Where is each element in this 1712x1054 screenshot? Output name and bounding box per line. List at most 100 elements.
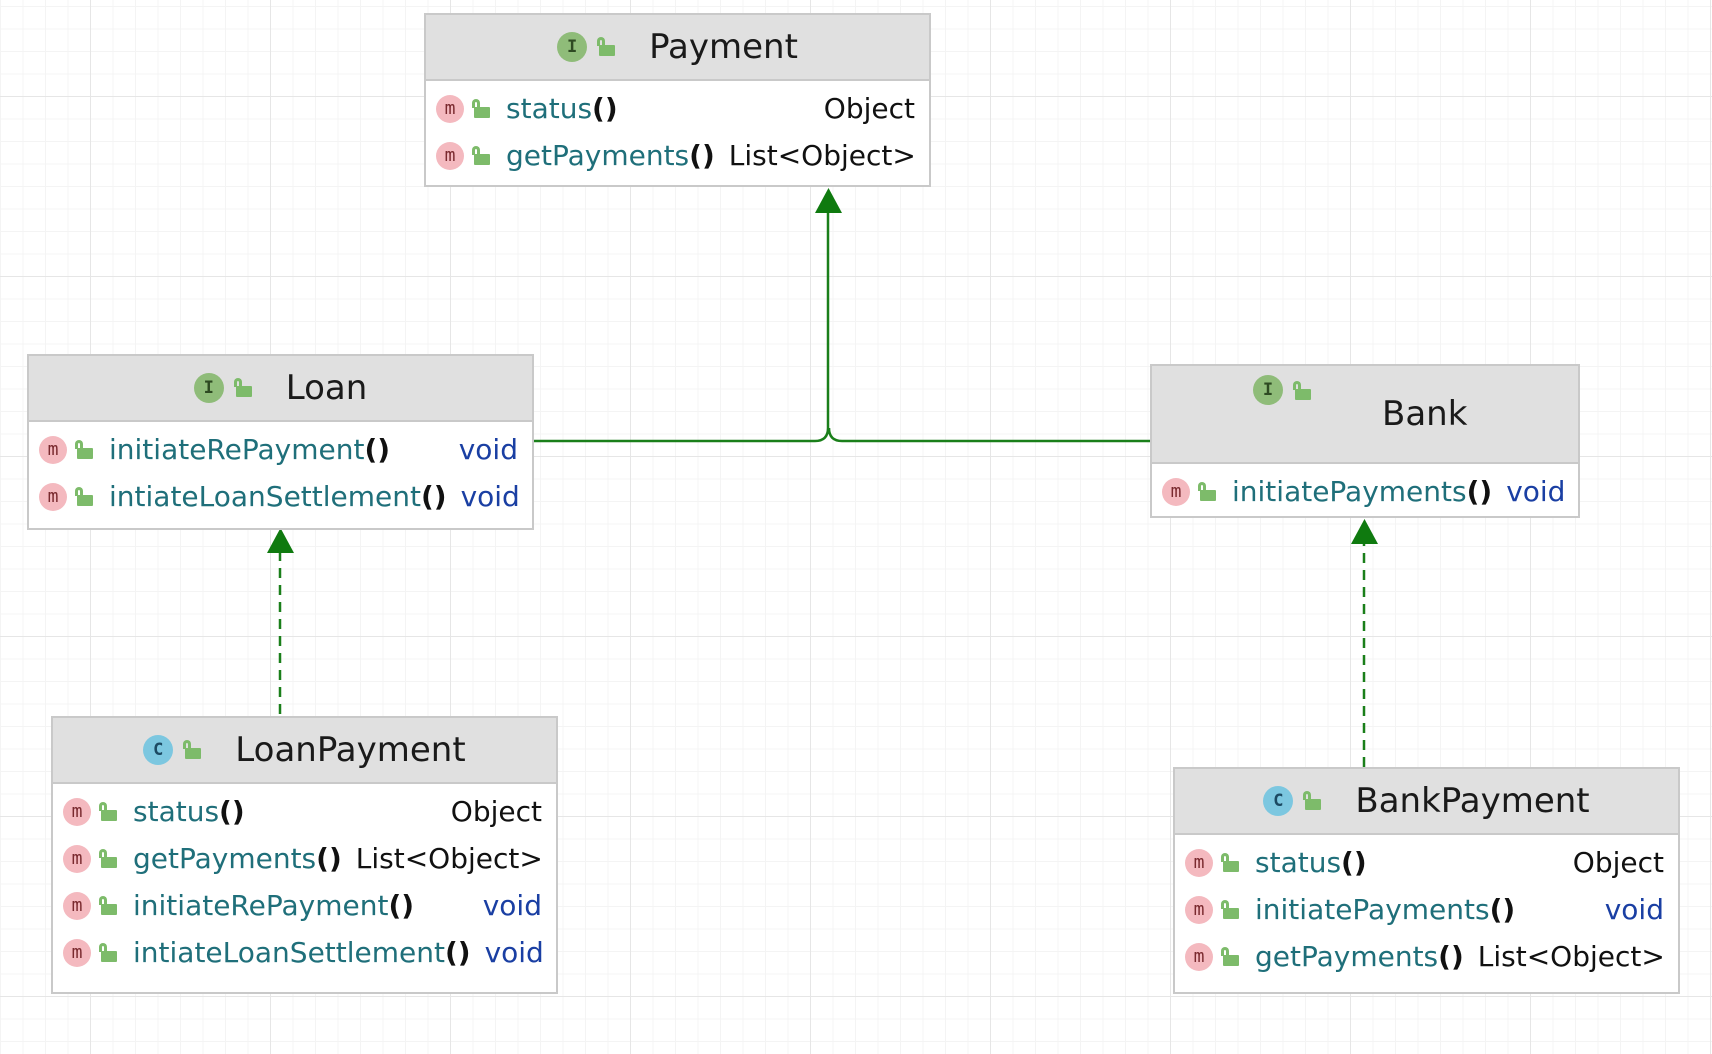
member-name: initiatePayments [1255,893,1490,926]
public-lock-icon [1198,482,1218,502]
interface-icon: I [193,373,224,403]
member-name: status [1255,846,1342,879]
payment-interface-node[interactable]: I Payment m status() Object m getPayment… [424,13,931,187]
member-name: initiatePayments [1232,475,1467,508]
node-header: C LoanPayment [53,718,556,784]
method-icon: m [436,94,464,123]
method-icon: m [39,482,67,511]
member-parens: () [364,433,391,466]
public-lock-icon [472,99,492,119]
member-type: void [1604,893,1664,926]
member-list: m status() Object m getPayments() List<O… [426,81,929,183]
member-parens: () [388,889,415,922]
member-type: void [484,936,544,969]
method-icon: m [63,938,91,967]
member-row[interactable]: m initiatePayments() void [1152,468,1578,515]
member-name: getPayments [133,842,317,875]
member-parens: () [420,480,447,513]
member-type: void [482,889,542,922]
loanpayment-class-node[interactable]: C LoanPayment m status() Object m getPay… [51,716,558,994]
method-icon: m [63,844,91,873]
member-row[interactable]: m status() Object [1175,839,1678,886]
method-icon: m [436,141,464,170]
public-lock-icon [1221,947,1241,967]
public-lock-icon [1293,381,1313,401]
member-row[interactable]: m intiateLoanSettlement() void [29,473,532,520]
node-title: Payment [649,27,798,67]
public-lock-icon [234,378,254,398]
class-icon: C [143,735,174,765]
member-row[interactable]: m status() Object [53,788,556,835]
member-type: List<Object> [355,842,543,875]
member-type: Object [823,92,915,125]
member-type: Object [1572,846,1664,879]
member-list: m initiateRePayment() void m intiateLoan… [29,422,532,524]
public-lock-icon [1221,853,1241,873]
node-title: LoanPayment [235,730,466,770]
member-row[interactable]: m intiateLoanSettlement() void [53,929,556,976]
public-lock-icon [99,896,119,916]
member-parens: () [592,92,618,125]
member-parens: () [689,139,715,172]
node-title: Loan [285,368,368,408]
node-header: I Bank [1152,366,1578,464]
method-icon: m [1185,942,1213,971]
member-row[interactable]: m initiateRePayment() void [53,882,556,929]
node-header: C BankPayment [1175,769,1678,835]
public-lock-icon [75,440,95,460]
public-lock-icon [99,849,119,869]
method-icon: m [1162,477,1190,506]
member-parens: () [219,795,245,828]
member-parens: () [1341,846,1367,879]
method-icon: m [1185,895,1213,924]
loan-interface-node[interactable]: I Loan m initiateRePayment() void m inti… [27,354,534,530]
public-lock-icon [75,487,95,507]
member-name: initiateRePayment [133,889,389,922]
member-parens: () [444,936,471,969]
member-parens: () [316,842,342,875]
interface-icon: I [557,32,588,62]
class-icon: C [1263,786,1294,816]
method-icon: m [63,797,91,826]
member-type: List<Object> [1477,940,1665,973]
public-lock-icon [99,943,119,963]
method-icon: m [63,891,91,920]
arrow-to-payment [815,188,842,213]
member-name: status [506,92,593,125]
member-name: status [133,795,220,828]
member-name: intiateLoanSettlement [109,480,421,513]
public-lock-icon [1221,900,1241,920]
member-type: void [1506,475,1566,508]
member-list: m initiatePayments() void [1152,464,1578,519]
member-name: intiateLoanSettlement [133,936,445,969]
public-lock-icon [472,146,492,166]
member-type: void [460,480,520,513]
member-parens: () [1489,893,1516,926]
interface-icon: I [1253,375,1283,405]
method-icon: m [1185,848,1213,877]
node-header: I Payment [426,15,929,81]
member-row[interactable]: m initiatePayments() void [1175,886,1678,933]
member-parens: () [1438,940,1464,973]
member-type: Object [450,795,542,828]
node-header: I Loan [29,356,532,422]
member-type: List<Object> [728,139,916,172]
public-lock-icon [1303,791,1323,811]
arrow-to-loan [267,528,294,553]
member-row[interactable]: m initiateRePayment() void [29,426,532,473]
member-parens: () [1466,475,1493,508]
member-row[interactable]: m getPayments() List<Object> [426,132,929,179]
member-list: m status() Object m getPayments() List<O… [53,784,556,980]
member-row[interactable]: m status() Object [426,85,929,132]
arrow-to-bank [1351,519,1378,544]
node-title: BankPayment [1355,781,1590,821]
bankpayment-class-node[interactable]: C BankPayment m status() Object m initia… [1173,767,1680,994]
edge-loan-extends-payment [532,205,830,443]
member-name: getPayments [1255,940,1439,973]
member-row[interactable]: m getPayments() List<Object> [53,835,556,882]
public-lock-icon [183,740,203,760]
public-lock-icon [597,37,617,57]
bank-interface-node[interactable]: I Bank m initiatePayments() void [1150,364,1580,518]
member-row[interactable]: m getPayments() List<Object> [1175,933,1678,980]
